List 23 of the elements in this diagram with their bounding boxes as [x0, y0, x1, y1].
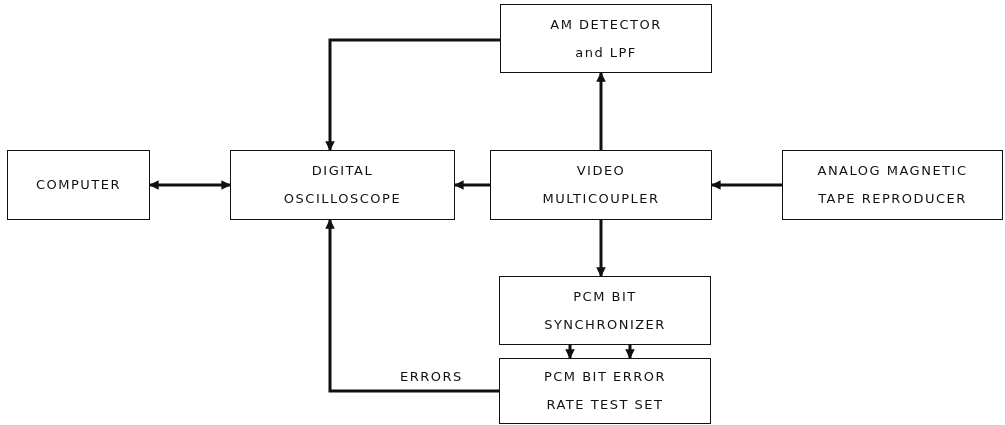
box-label: AM DETECTOR and LPF	[549, 15, 663, 62]
process-box	[499, 276, 711, 345]
arrow	[596, 72, 606, 150]
arrow	[625, 345, 635, 359]
process-box	[499, 358, 711, 424]
process-box	[230, 150, 455, 220]
box-label: PCM BIT ERROR RATE TEST SET	[542, 368, 668, 414]
process-box	[7, 150, 150, 220]
process-box	[500, 4, 712, 73]
arrow	[454, 180, 490, 190]
process-box	[782, 150, 1003, 220]
arrow	[596, 220, 606, 277]
arrow	[149, 180, 231, 190]
arrow	[325, 219, 499, 393]
arrow	[565, 345, 575, 359]
box-label: VIDEO MULTICOUPLER	[541, 162, 661, 208]
process-box	[490, 150, 712, 220]
box-label: COMPUTER	[35, 176, 122, 194]
box-label: PCM BIT SYNCHRONIZER	[543, 287, 667, 334]
box-label: ANALOG MAGNETIC TAPE REPRODUCER	[816, 162, 969, 208]
box-label: DIGITAL OSCILLOSCOPE	[282, 162, 403, 208]
arrow	[325, 38, 500, 151]
arrow	[711, 180, 782, 190]
